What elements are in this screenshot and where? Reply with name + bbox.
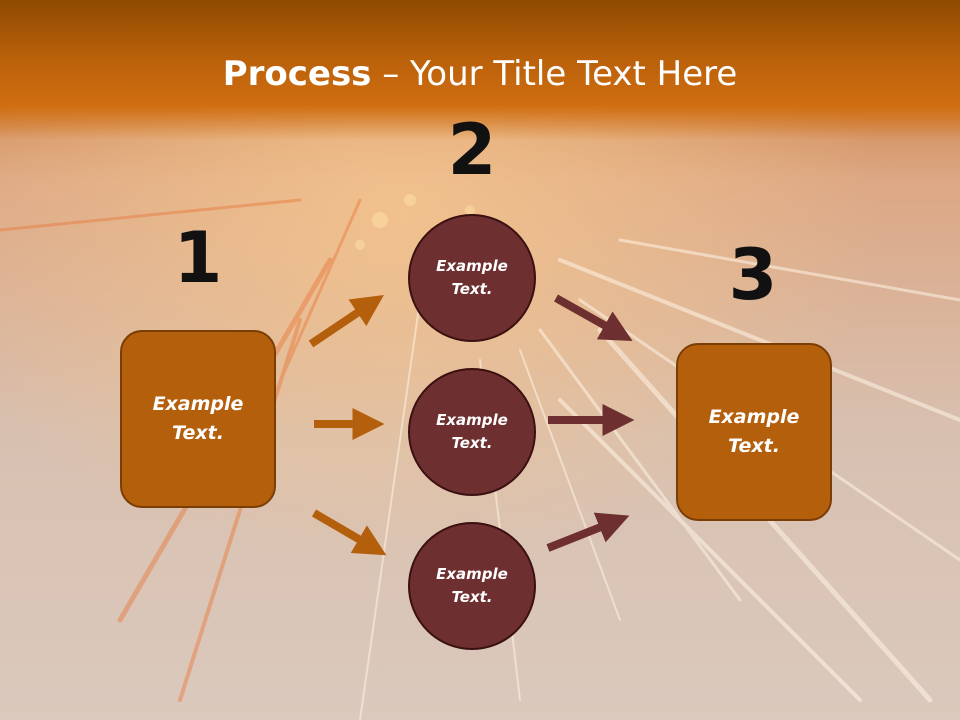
- arrow-top-to-right: [554, 294, 633, 342]
- circle-top-text: Example Text.: [436, 257, 508, 298]
- title-bold: Process: [222, 54, 372, 94]
- step-number-2: 2: [447, 109, 497, 191]
- step-number-3: 3: [728, 234, 778, 316]
- left-step-box: Example Text.: [120, 330, 276, 508]
- right-step-text: Example Text.: [708, 406, 800, 457]
- circle-middle-text: Example Text.: [436, 411, 508, 452]
- circle-top: Example Text.: [408, 214, 536, 342]
- slide-title: Process – Your Title Text Here: [0, 52, 960, 96]
- title-band: [0, 0, 960, 140]
- title-rest: – Your Title Text Here: [371, 54, 738, 94]
- arrow-bottom-to-right: [546, 512, 630, 552]
- step-number-1: 1: [173, 217, 223, 299]
- left-step-text: Example Text.: [152, 393, 244, 444]
- circle-middle: Example Text.: [408, 368, 536, 496]
- right-step-box: Example Text.: [676, 343, 832, 521]
- arrow-left-to-bottom: [311, 509, 387, 556]
- circle-bottom-text: Example Text.: [436, 565, 508, 606]
- arrow-left-to-top: [308, 294, 384, 348]
- circle-bottom: Example Text.: [408, 522, 536, 650]
